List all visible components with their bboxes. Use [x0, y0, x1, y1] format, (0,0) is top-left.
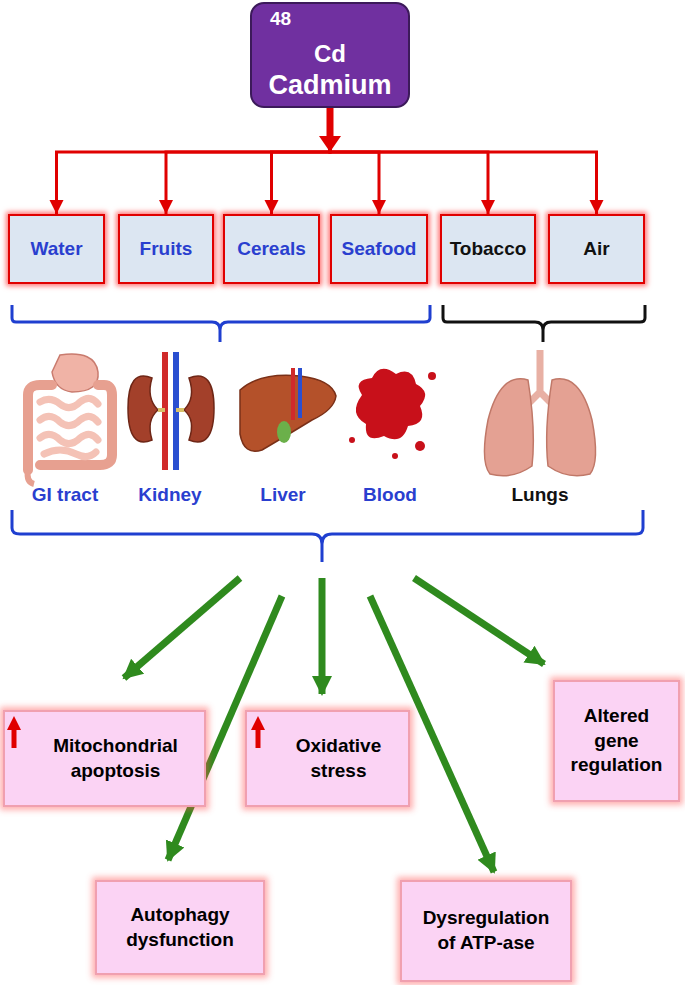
source-box: Air — [548, 214, 645, 284]
effect-arrow — [124, 578, 240, 678]
element-text: Cadmium — [252, 70, 408, 101]
box-text: Autophagy dysfunction — [105, 903, 255, 952]
source-arrow — [272, 108, 331, 214]
organ-label: Blood — [325, 484, 455, 506]
left-kidney — [128, 376, 158, 442]
source-arrow — [330, 108, 488, 214]
food-bracket — [12, 305, 430, 342]
right-lung — [547, 379, 596, 476]
source-arrow — [330, 108, 597, 214]
box-text: Cereals — [237, 238, 306, 260]
source-arrow — [57, 108, 331, 214]
box-text: Seafood — [342, 238, 417, 260]
effect-box: Dysregulation of ATP-ase — [400, 880, 572, 982]
box-text: Fruits — [140, 238, 193, 260]
left-lung — [484, 379, 533, 476]
blood-drop — [349, 437, 355, 443]
box-text: Air — [583, 238, 609, 260]
blood-drop — [415, 441, 425, 451]
source-box: Water — [8, 214, 105, 284]
box-text: Water — [30, 238, 82, 260]
kidney-illustration — [128, 352, 214, 470]
box-text: Tobacco — [450, 238, 527, 260]
stomach-shape — [52, 354, 98, 392]
organ-bracket — [12, 510, 643, 562]
element-text: Cd — [252, 40, 408, 68]
stem-line — [327, 108, 334, 138]
box-text: Mitochondrial apoptosis — [31, 734, 200, 783]
right-kidney — [184, 376, 214, 442]
stem-arrowhead — [319, 136, 341, 152]
box-text: Dysregulation of ATP-ase — [414, 906, 559, 955]
renal-vessels — [158, 408, 184, 412]
increase-arrow — [12, 728, 17, 748]
source-box: Tobacco — [440, 214, 536, 284]
increase-arrows — [7, 716, 265, 748]
effect-box: Altered gene regulation — [553, 680, 680, 802]
box-text: Altered gene regulation — [562, 704, 672, 778]
liver-illustration — [240, 368, 336, 451]
hepatic-artery — [291, 368, 295, 420]
hepatic-vein — [298, 368, 302, 418]
source-box: Fruits — [118, 214, 214, 284]
gi-tract-illustration — [28, 354, 112, 484]
source-box: Cereals — [223, 214, 320, 284]
effect-box: Mitochondrial apoptosis — [3, 710, 206, 807]
source-arrow — [166, 108, 330, 214]
effect-arrow — [319, 578, 326, 694]
organ-label: Lungs — [475, 484, 605, 506]
lungs-illustration — [484, 350, 595, 476]
source-box: Seafood — [330, 214, 428, 284]
gallbladder-shape — [277, 421, 291, 443]
large-intestine — [28, 385, 112, 470]
increase-arrowhead — [7, 716, 21, 730]
air-bracket — [443, 305, 645, 342]
effect-arrow — [414, 578, 544, 664]
increase-arrowhead — [251, 716, 265, 730]
liver-shape — [240, 375, 336, 451]
source-arrow — [330, 108, 379, 214]
element-box: 48CdCadmium — [250, 2, 410, 108]
increase-arrow — [256, 728, 261, 748]
effect-box: Oxidative stress — [245, 710, 410, 807]
rectum-shape — [28, 470, 34, 484]
blood-drop — [428, 372, 436, 380]
effect-box: Autophagy dysfunction — [95, 880, 265, 975]
element-text: 48 — [270, 8, 426, 30]
blood-drop — [392, 453, 398, 459]
organ-label: GI tract — [0, 484, 130, 506]
edge-group — [57, 108, 597, 214]
box-text: Oxidative stress — [274, 734, 404, 783]
blood-illustration — [349, 369, 436, 459]
organ-label: Kidney — [105, 484, 235, 506]
organ-label: Liver — [218, 484, 348, 506]
small-intestine — [40, 398, 98, 456]
blood-splat — [356, 369, 425, 439]
